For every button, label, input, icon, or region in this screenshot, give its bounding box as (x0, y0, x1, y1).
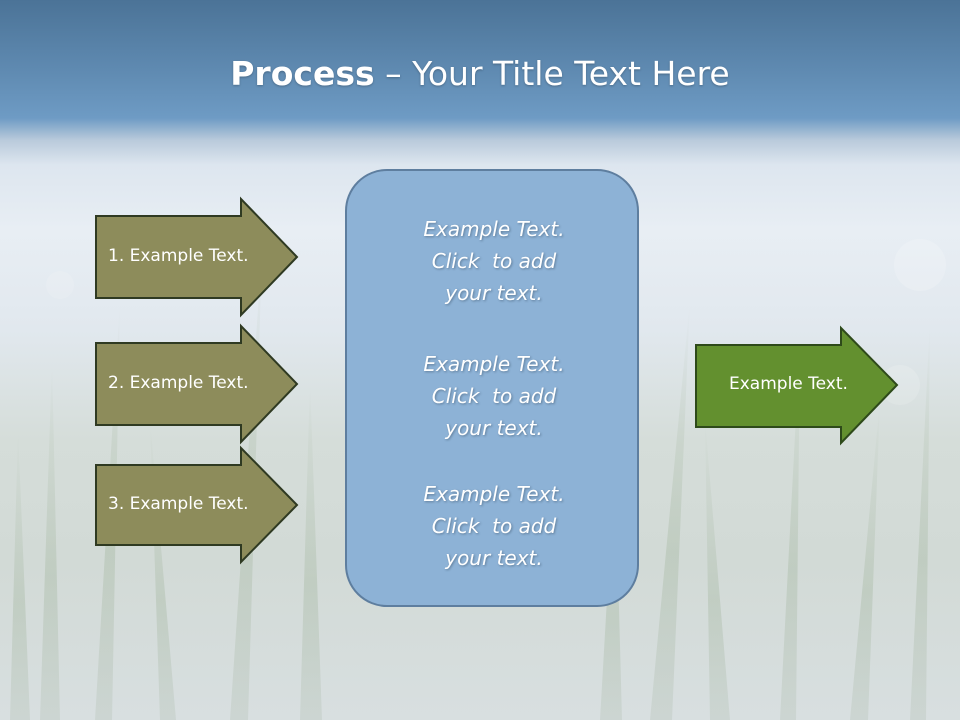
output-arrow-label: Example Text. (729, 374, 848, 394)
center-line: Example Text. (423, 482, 565, 506)
center-line: your text. (445, 281, 543, 305)
input-arrow-3: 3. Example Text. (95, 445, 299, 565)
center-line: Click to add (431, 514, 557, 538)
center-line: your text. (445, 416, 543, 440)
arrow-shape (95, 323, 299, 445)
center-line: Example Text. (423, 352, 565, 376)
input-arrow-2: 2. Example Text. (95, 323, 299, 445)
slide-title: Process – Your Title Text Here (0, 52, 960, 96)
center-line: your text. (445, 546, 543, 570)
center-line: Click to add (431, 384, 557, 408)
arrow-shape (95, 196, 299, 318)
center-line: Click to add (431, 249, 557, 273)
input-arrow-label: 3. Example Text. (108, 494, 249, 514)
center-text-block-1: Example Text. Click to add your text. (347, 213, 641, 309)
center-text-block-2: Example Text. Click to add your text. (347, 348, 641, 444)
center-text-block-3: Example Text. Click to add your text. (347, 478, 641, 574)
title-rest: – Your Title Text Here (374, 54, 730, 93)
arrow-shape (695, 325, 899, 446)
input-arrow-1: 1. Example Text. (95, 196, 299, 318)
input-arrow-label: 1. Example Text. (108, 246, 249, 266)
output-arrow: Example Text. (695, 325, 899, 446)
arrow-shape (95, 445, 299, 565)
center-line: Example Text. (423, 217, 565, 241)
input-arrow-label: 2. Example Text. (108, 373, 249, 393)
center-process-box: Example Text. Click to add your text. Ex… (345, 169, 639, 607)
title-bold: Process (230, 54, 375, 93)
